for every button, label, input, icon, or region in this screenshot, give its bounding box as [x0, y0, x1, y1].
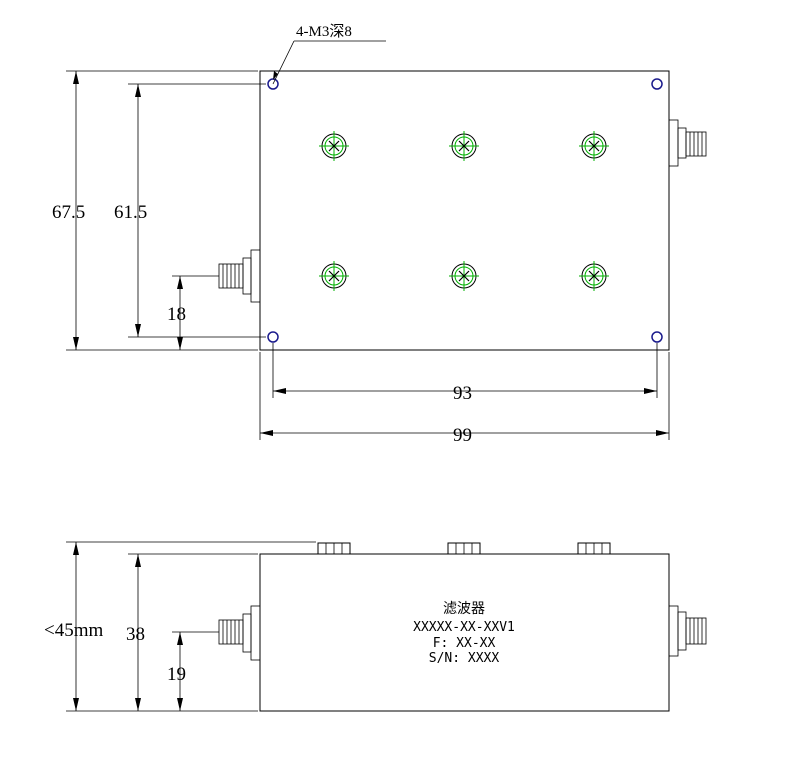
screw-head: [447, 542, 481, 555]
dim-side-height-overall-label: <45mm: [44, 620, 103, 641]
tuning-screws: [319, 131, 609, 291]
hole-callout: 4-M3深8: [272, 23, 386, 85]
dim-hole-spacing: 93: [272, 343, 658, 404]
right-connector-side: [668, 605, 707, 657]
mount-hole-top-right: [651, 78, 663, 90]
nameplate: 滤波器 XXXXX-XX-XXV1 F: XX-XX S/N: XXXX: [413, 601, 515, 666]
nameplate-serial: S/N: XXXX: [429, 651, 500, 666]
screw-heads: [317, 542, 611, 555]
left-connector-side: [218, 605, 261, 661]
hole-callout-text: 4-M3深8: [296, 23, 352, 40]
tuning-screw: [579, 261, 609, 291]
side-view: 滤波器 XXXXX-XX-XXV1 F: XX-XX S/N: XXXX <45…: [44, 541, 707, 712]
left-connector-top: [218, 249, 261, 303]
nameplate-model: XXXXX-XX-XXV1: [413, 620, 515, 635]
dim-connector-height-top-label: 18: [167, 304, 186, 325]
dim-connector-height-top: 18: [167, 275, 219, 350]
tuning-screw: [579, 131, 609, 161]
tuning-screw: [449, 261, 479, 291]
dim-side-connector-height: 19: [167, 631, 219, 711]
dim-height-overall: 67.5: [52, 70, 258, 351]
dim-width-overall: 99: [259, 352, 670, 446]
dim-side-connector-height-label: 19: [167, 664, 186, 685]
mount-holes: [267, 78, 663, 343]
dim-side-body-height-label: 38: [126, 624, 145, 645]
mount-hole-bottom-left: [267, 331, 279, 343]
dim-side-body-height: 38: [126, 553, 258, 711]
screw-head: [577, 542, 611, 555]
mount-hole-top-left: [267, 78, 279, 90]
mount-hole-bottom-right: [651, 331, 663, 343]
tuning-screw: [319, 261, 349, 291]
dim-height-holes: 61.5: [114, 83, 266, 338]
dim-hole-spacing-label: 93: [453, 383, 472, 404]
right-connector-top: [668, 119, 707, 167]
dim-height-overall-label: 67.5: [52, 202, 85, 223]
tuning-screw: [319, 131, 349, 161]
dim-height-holes-label: 61.5: [114, 202, 147, 223]
dim-side-height-overall: <45mm: [44, 541, 316, 712]
tuning-screw: [449, 131, 479, 161]
screw-head: [317, 542, 351, 555]
top-body-outline: [259, 70, 670, 351]
dim-width-overall-label: 99: [453, 425, 472, 446]
nameplate-name: 滤波器: [443, 601, 485, 617]
top-view: 4-M3深8 67.5 61.5 18: [52, 23, 707, 446]
nameplate-frequency: F: XX-XX: [433, 636, 496, 651]
